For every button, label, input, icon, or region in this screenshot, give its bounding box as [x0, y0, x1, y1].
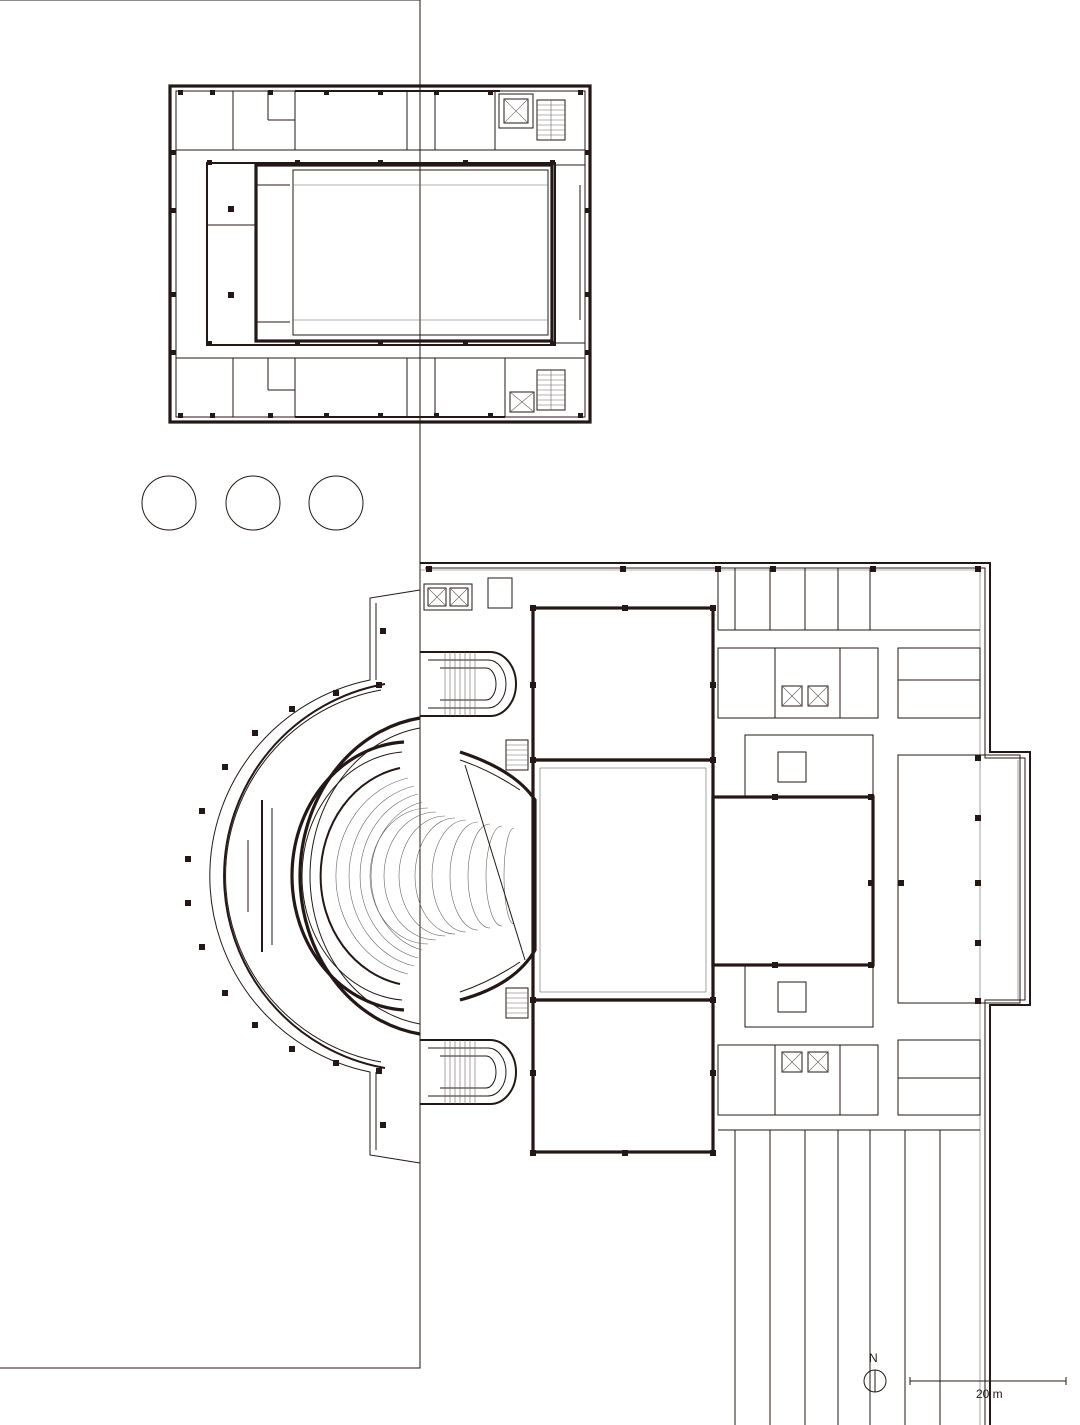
east-service-rooms [717, 568, 1021, 1425]
grand-stair-north [420, 651, 517, 717]
north-arrow [863, 1369, 887, 1393]
scale-label: 20 m [976, 1387, 1003, 1401]
north-label: N [869, 1351, 878, 1365]
stair-se [536, 369, 566, 411]
site-outline [0, 0, 421, 1369]
main-theatre-building [185, 562, 1031, 1425]
scale-bar [909, 1377, 1067, 1385]
stair-ne [536, 99, 566, 141]
upper-building [168, 84, 592, 424]
grand-stair-south [420, 1039, 517, 1105]
seating-rows [335, 777, 515, 975]
round-features [141, 475, 364, 531]
